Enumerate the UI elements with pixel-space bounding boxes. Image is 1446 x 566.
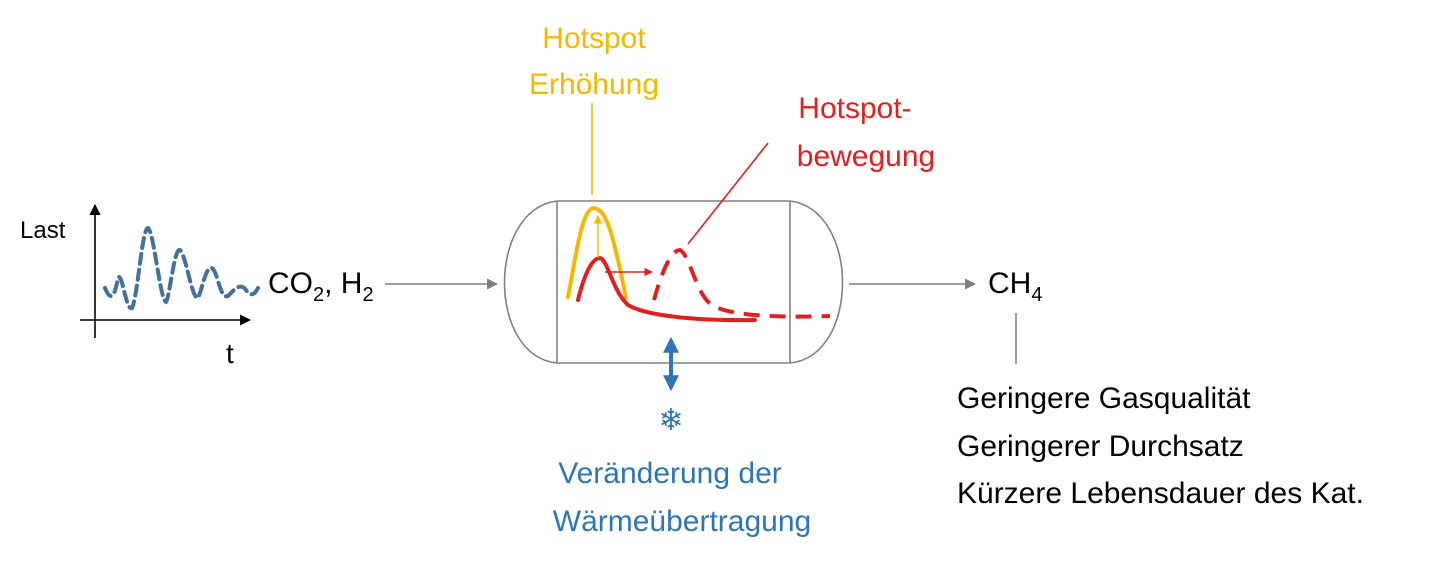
load-plot-y-label: Last — [20, 217, 66, 244]
heat-transfer: ❄ Veränderung der Wärmeübertragung — [553, 336, 811, 538]
hotspot-increase-curve — [566, 205, 628, 300]
hotspot-increase-label-line2: Erhöhung — [529, 68, 659, 101]
inlet: CO2, H2 — [268, 267, 499, 306]
load-plot-x-label: t — [226, 338, 234, 369]
hotspot-movement-callout: Hotspot- bewegung — [687, 92, 935, 245]
consequence-item: Geringere Gasqualität — [957, 382, 1251, 415]
load-plot: Last t — [20, 203, 260, 369]
heat-transfer-label-line2: Wärmeübertragung — [553, 505, 811, 538]
hotspot-increase-callout: Hotspot Erhöhung — [529, 22, 659, 195]
snowflake-icon: ❄ — [658, 404, 683, 437]
consequence-item: Geringerer Durchsatz — [957, 430, 1244, 463]
hotspot-movement-label-line1: Hotspot- — [798, 92, 911, 125]
consequences-list: Geringere Gasqualität Geringerer Durchsa… — [957, 382, 1364, 510]
hotspot-increase-label-line1: Hotspot — [542, 22, 646, 55]
hotspot-movement-label-line2: bewegung — [797, 140, 935, 173]
hotspot-initial-curve — [576, 255, 757, 323]
consequence-item: Kürzere Lebensdauer des Kat. — [957, 477, 1364, 510]
hotspot-shifted-curve — [652, 247, 831, 319]
reactor-vessel — [503, 200, 844, 364]
reactor-shell — [503, 200, 844, 364]
load-curve — [103, 225, 260, 311]
inlet-label: CO2, H2 — [268, 267, 374, 306]
heat-transfer-label-line1: Veränderung der — [558, 457, 782, 490]
outlet: CH4 — [849, 267, 1042, 364]
hotspot-movement-leader-line — [687, 142, 769, 245]
outlet-label: CH4 — [988, 267, 1042, 306]
temperature-profiles — [566, 205, 831, 323]
